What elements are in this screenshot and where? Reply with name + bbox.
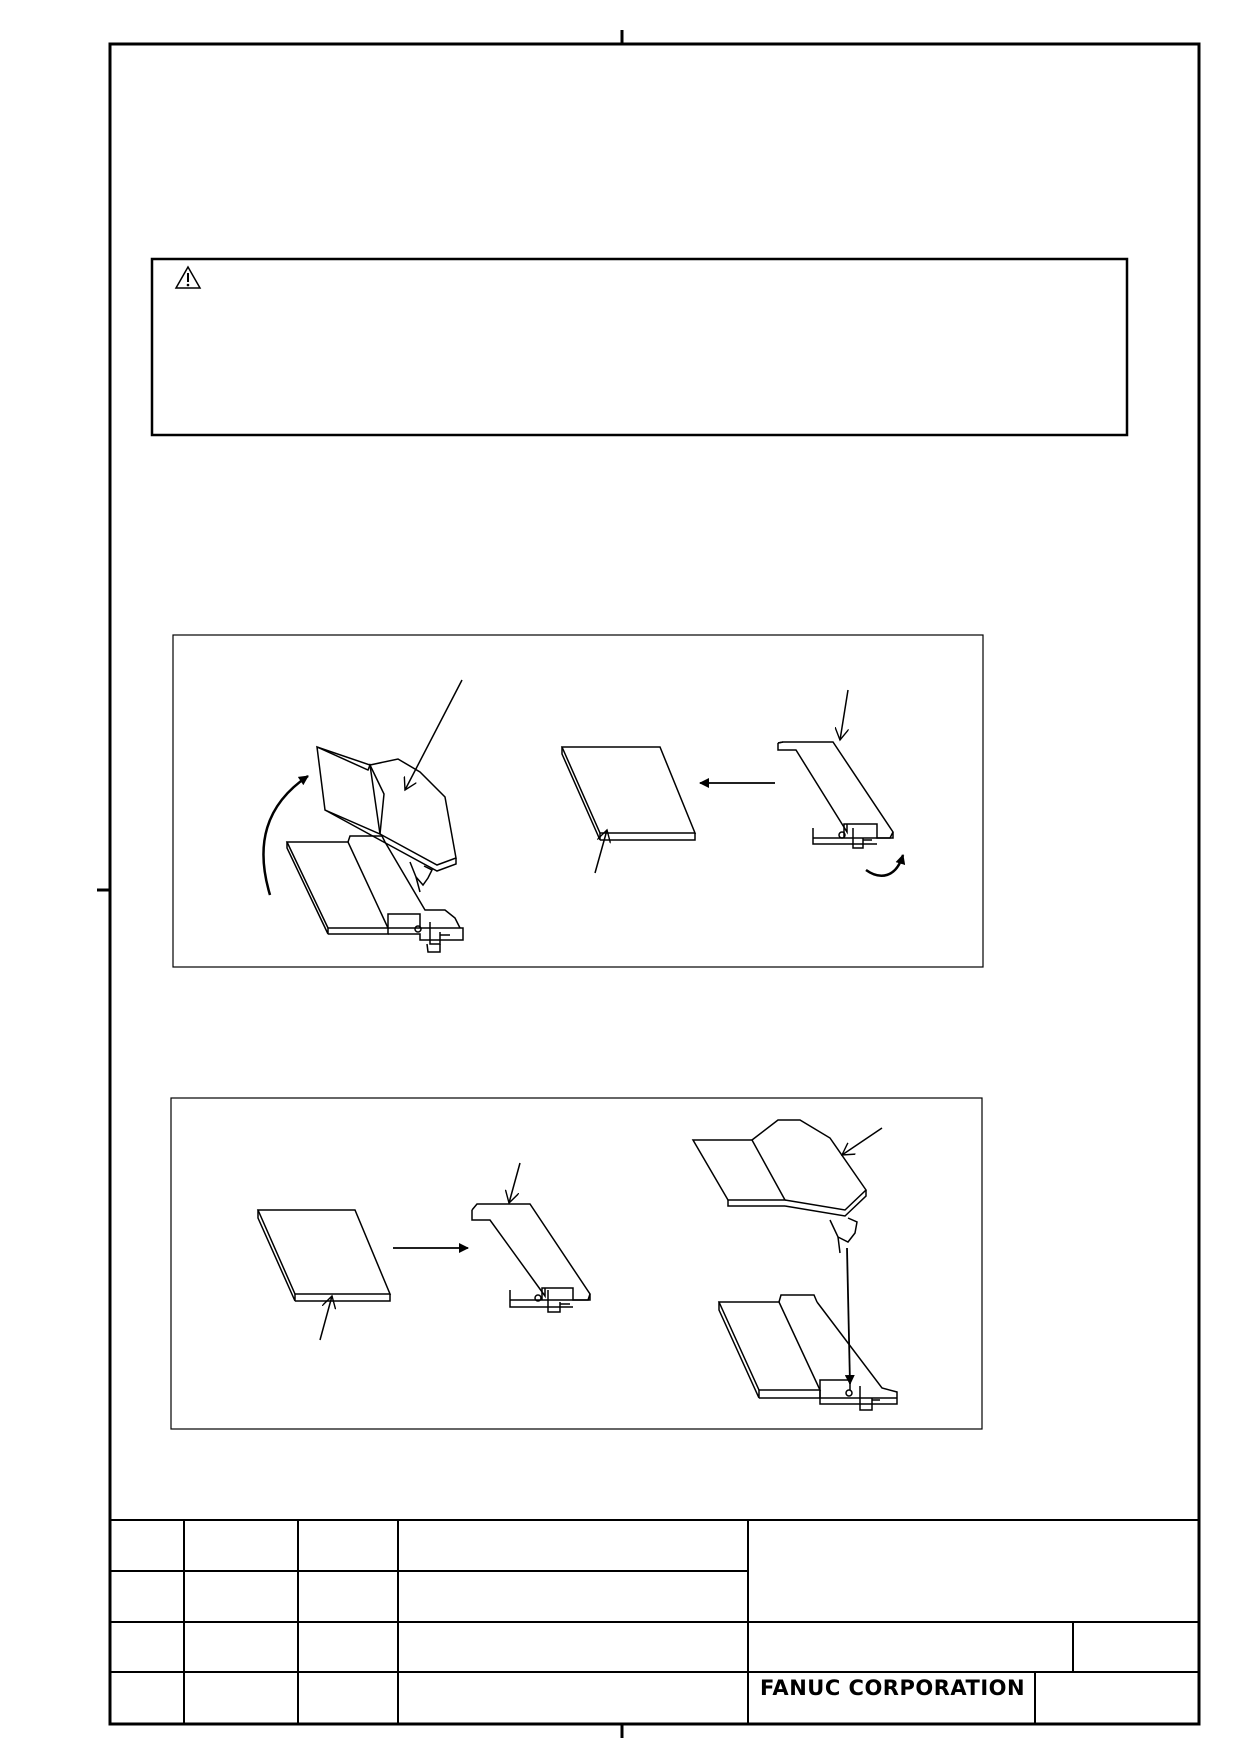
battery-installation-figure bbox=[170, 1097, 983, 1430]
new-battery bbox=[256, 1209, 392, 1302]
leader-line-icon bbox=[509, 1162, 521, 1203]
leader-line-icon bbox=[405, 679, 463, 790]
curved-arrow-icon bbox=[262, 774, 309, 896]
title-block bbox=[110, 1519, 1199, 1724]
battery-cover bbox=[691, 1119, 867, 1254]
sheet-border bbox=[97, 30, 1201, 1738]
empty-holder bbox=[777, 741, 894, 849]
caution-box bbox=[150, 257, 1129, 437]
holder-with-battery bbox=[717, 1294, 898, 1411]
down-arrow-icon bbox=[844, 1247, 855, 1385]
leader-line-icon bbox=[319, 1296, 332, 1341]
warning-triangle-icon bbox=[174, 265, 202, 289]
curved-arrow-icon bbox=[865, 854, 906, 877]
leader-line-icon bbox=[594, 830, 607, 874]
company-name: FANUC CORPORATION bbox=[760, 1676, 1026, 1700]
leader-line-icon bbox=[842, 1127, 883, 1155]
leader-line-icon bbox=[840, 689, 848, 740]
empty-holder bbox=[471, 1203, 591, 1313]
battery-cover-open bbox=[316, 745, 457, 893]
battery-removal-figure bbox=[172, 634, 984, 968]
removed-battery bbox=[560, 746, 697, 841]
holder-with-battery bbox=[285, 835, 464, 953]
